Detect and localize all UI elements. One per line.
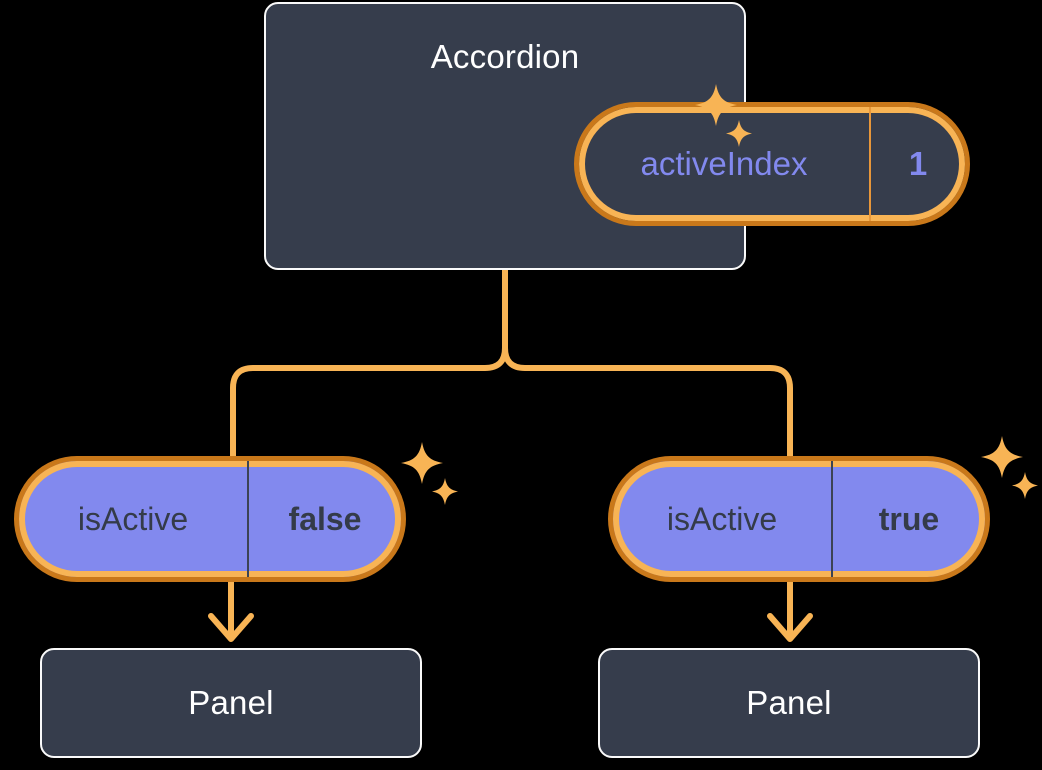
state-pill-value: false bbox=[247, 461, 401, 577]
component-node-panel-left[interactable]: Panel bbox=[40, 648, 422, 758]
sparkle-icon bbox=[401, 442, 458, 505]
connector-root-to-children bbox=[230, 267, 508, 465]
state-pill-key: isActive bbox=[666, 500, 778, 537]
state-pill-isactive-right[interactable]: isActive true bbox=[608, 456, 990, 582]
connector-root-to-child-right bbox=[502, 267, 793, 465]
accordion-title: Accordion bbox=[430, 38, 580, 75]
arrowhead-left-icon bbox=[208, 613, 254, 642]
panel-title: Panel bbox=[188, 684, 274, 721]
panel-title: Panel bbox=[746, 684, 832, 721]
state-pill-value: true bbox=[831, 461, 985, 577]
sparkle-icon bbox=[981, 436, 1038, 499]
component-node-panel-right[interactable]: Panel bbox=[598, 648, 980, 758]
state-pill-isactive-left[interactable]: isActive false bbox=[14, 456, 406, 582]
state-pill-key: isActive bbox=[77, 500, 189, 537]
state-pill-value: 1 bbox=[869, 107, 965, 221]
state-pill-key: activeIndex bbox=[640, 145, 808, 182]
arrowhead-right-icon bbox=[767, 613, 813, 642]
component-node-accordion[interactable]: Accordion activeIndex 1 bbox=[264, 2, 970, 270]
state-pill-activeindex[interactable]: activeIndex 1 bbox=[574, 102, 970, 226]
